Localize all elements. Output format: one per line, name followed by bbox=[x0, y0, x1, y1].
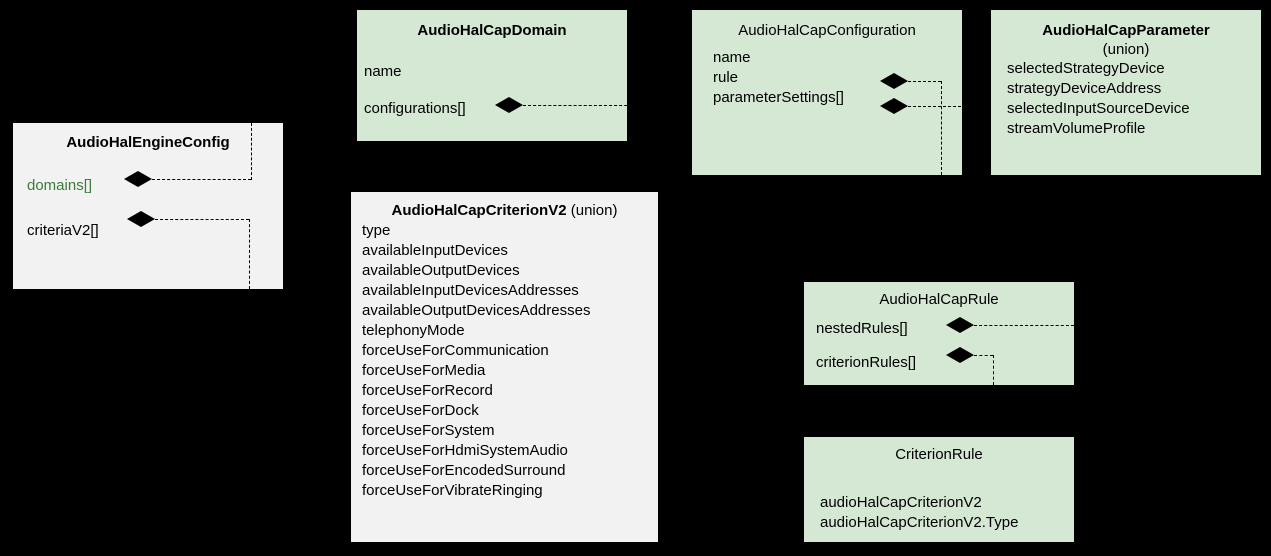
attribute-list-cap-configuration: name rule parameterSettings[] bbox=[692, 48, 962, 108]
attribute-telephony-mode[interactable]: telephonyMode bbox=[362, 322, 465, 339]
attribute-stream-volume-profile[interactable]: streamVolumeProfile bbox=[1007, 120, 1146, 137]
attribute-criterion-rules[interactable]: criterionRules[] bbox=[816, 354, 917, 371]
attribute-force-use-for-encoded-surround[interactable]: forceUseForEncodedSurround bbox=[362, 462, 566, 479]
class-box-audio-hal-cap-domain[interactable]: AudioHalCapDomain name configurations[] bbox=[357, 10, 627, 141]
attribute-selected-strategy-device[interactable]: selectedStrategyDevice bbox=[1007, 60, 1165, 77]
class-title-text-criterion-v2: AudioHalCapCriterionV2 bbox=[391, 202, 567, 219]
attribute-type[interactable]: type bbox=[362, 222, 391, 239]
attribute-name-domain[interactable]: name bbox=[364, 63, 402, 80]
attribute-configurations[interactable]: configurations[] bbox=[364, 100, 466, 117]
attribute-domains[interactable]: domains[] bbox=[27, 177, 93, 194]
attribute-parameter-settings[interactable]: parameterSettings[] bbox=[713, 89, 844, 106]
attribute-force-use-for-media[interactable]: forceUseForMedia bbox=[362, 362, 486, 379]
attribute-selected-input-source-device[interactable]: selectedInputSourceDevice bbox=[1007, 100, 1190, 117]
attribute-list-cap-criterion-v2: type availableInputDevices availableOutp… bbox=[362, 221, 658, 501]
class-box-criterion-rule[interactable]: CriterionRule audioHalCapCriterionV2 aud… bbox=[804, 437, 1074, 542]
attribute-strategy-device-address[interactable]: strategyDeviceAddress bbox=[1007, 80, 1162, 97]
class-title-audio-hal-cap-domain: AudioHalCapDomain bbox=[417, 22, 567, 39]
class-box-audio-hal-cap-criterion-v2[interactable]: AudioHalCapCriterionV2 (union) type avai… bbox=[351, 192, 658, 542]
attribute-available-input-devices[interactable]: availableInputDevices bbox=[362, 242, 508, 259]
attribute-audio-hal-cap-criterion-v2-type[interactable]: audioHalCapCriterionV2.Type bbox=[820, 514, 1019, 531]
attribute-list-engine-config: domains[] criteriaV2[] bbox=[13, 176, 283, 241]
class-title-audio-hal-cap-parameter: AudioHalCapParameter bbox=[1042, 22, 1210, 39]
attribute-force-use-for-record[interactable]: forceUseForRecord bbox=[362, 382, 493, 399]
class-box-audio-hal-cap-configuration[interactable]: AudioHalCapConfiguration name rule param… bbox=[692, 10, 962, 175]
attribute-available-output-devices-addresses[interactable]: availableOutputDevicesAddresses bbox=[362, 302, 591, 319]
attribute-available-input-devices-addresses[interactable]: availableInputDevicesAddresses bbox=[362, 282, 579, 299]
attribute-criteria-v2[interactable]: criteriaV2[] bbox=[27, 222, 99, 239]
attribute-force-use-for-hdmi-system-audio[interactable]: forceUseForHdmiSystemAudio bbox=[362, 442, 568, 459]
class-subtitle-audio-hal-cap-parameter: (union) bbox=[1102, 41, 1150, 58]
class-title-union-suffix-criterion-v2: (union) bbox=[570, 202, 618, 219]
class-title-audio-hal-cap-criterion-v2: AudioHalCapCriterionV2 (union) bbox=[351, 201, 658, 220]
class-title-audio-hal-cap-rule: AudioHalCapRule bbox=[879, 291, 999, 308]
attribute-list-cap-rule: nestedRules[] criterionRules[] bbox=[804, 319, 1074, 373]
attribute-name-configuration[interactable]: name bbox=[713, 49, 751, 66]
attribute-force-use-for-system[interactable]: forceUseForSystem bbox=[362, 422, 495, 439]
class-box-audio-hal-cap-rule[interactable]: AudioHalCapRule nestedRules[] criterionR… bbox=[804, 282, 1074, 385]
class-title-audio-hal-engine-config: AudioHalEngineConfig bbox=[66, 134, 230, 151]
attribute-force-use-for-vibrate-ringing[interactable]: forceUseForVibrateRinging bbox=[362, 482, 543, 499]
class-box-audio-hal-cap-parameter[interactable]: AudioHalCapParameter (union) selectedStr… bbox=[991, 10, 1261, 175]
attribute-list-cap-parameter: selectedStrategyDevice strategyDeviceAdd… bbox=[991, 59, 1261, 139]
class-title-audio-hal-cap-configuration: AudioHalCapConfiguration bbox=[738, 22, 916, 39]
attribute-force-use-for-communication[interactable]: forceUseForCommunication bbox=[362, 342, 549, 359]
attribute-list-criterion-rule: audioHalCapCriterionV2 audioHalCapCriter… bbox=[804, 493, 1074, 533]
attribute-list-cap-domain: name configurations[] bbox=[357, 62, 627, 119]
attribute-available-output-devices[interactable]: availableOutputDevices bbox=[362, 262, 520, 279]
class-box-audio-hal-engine-config[interactable]: AudioHalEngineConfig domains[] criteriaV… bbox=[13, 123, 283, 289]
attribute-rule[interactable]: rule bbox=[713, 69, 739, 86]
attribute-audio-hal-cap-criterion-v2[interactable]: audioHalCapCriterionV2 bbox=[820, 494, 982, 511]
attribute-nested-rules[interactable]: nestedRules[] bbox=[816, 320, 908, 337]
attribute-force-use-for-dock[interactable]: forceUseForDock bbox=[362, 402, 479, 419]
class-title-criterion-rule: CriterionRule bbox=[895, 446, 983, 463]
